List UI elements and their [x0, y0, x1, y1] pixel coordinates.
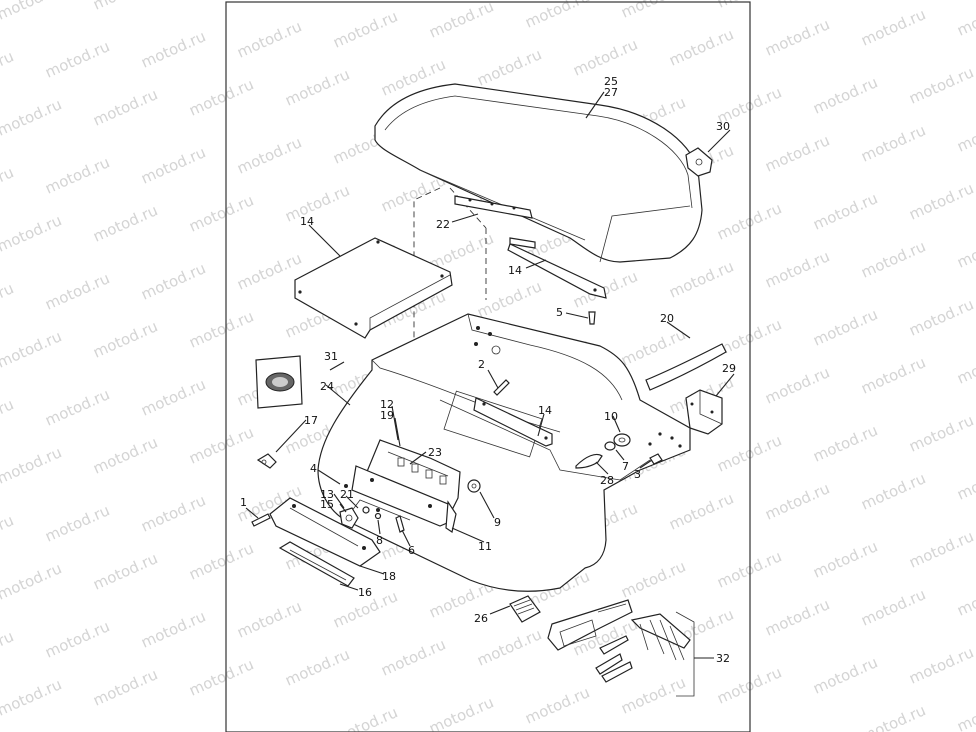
small-parts-right — [575, 433, 663, 469]
callout-1: 1 — [240, 496, 247, 509]
callout-27: 27 — [604, 86, 618, 99]
bracket-part-30 — [685, 147, 713, 177]
diagram-frame — [225, 1, 751, 732]
callout-6: 6 — [408, 544, 415, 557]
handle-base-part — [269, 497, 381, 567]
callout-8: 8 — [376, 534, 383, 547]
callout-26: 26 — [474, 612, 488, 625]
hinge-part-29 — [685, 389, 723, 435]
tool-kit-part — [547, 599, 695, 697]
callout-24: 24 — [320, 380, 334, 393]
callout-31: 31 — [324, 350, 338, 363]
callout-21: 21 — [340, 488, 354, 501]
screw-part-1 — [251, 513, 271, 527]
callout-18: 18 — [382, 570, 396, 583]
callout-3: 3 — [634, 468, 641, 481]
callout-12: 12 — [380, 398, 394, 411]
pin-part-2 — [493, 379, 510, 396]
callout-14-left: 14 — [300, 215, 314, 228]
key-part — [256, 453, 277, 469]
emblem-card-part — [255, 355, 303, 409]
strap-part-middle — [473, 397, 553, 447]
nut-part-9 — [467, 479, 481, 493]
callout-labels: 25 27 30 22 14 14 5 20 31 2 29 24 12 19 … — [240, 75, 736, 665]
callout-11: 11 — [478, 540, 492, 553]
callout-28: 28 — [600, 474, 614, 487]
callout-16: 16 — [358, 586, 372, 599]
callout-32: 32 — [716, 652, 730, 665]
callout-29: 29 — [722, 362, 736, 375]
rail-part — [454, 195, 536, 249]
callout-13: 13 — [320, 488, 334, 501]
hinge-plate-part — [294, 237, 453, 339]
callout-9: 9 — [494, 516, 501, 529]
callout-22: 22 — [436, 218, 450, 231]
handle-part-16 — [278, 541, 355, 587]
callout-4: 4 — [310, 462, 317, 475]
screw-part-5 — [588, 311, 596, 325]
callout-15: 15 — [320, 498, 334, 511]
callout-23: 23 — [428, 446, 442, 459]
callout-17: 17 — [304, 414, 318, 427]
callout-19: 19 — [380, 409, 394, 422]
callout-14-middle: 14 — [538, 404, 552, 417]
callout-25: 25 — [604, 75, 618, 88]
callout-14-upper: 14 — [508, 264, 522, 277]
callout-5: 5 — [556, 306, 563, 319]
callout-2: 2 — [478, 358, 485, 371]
callout-10: 10 — [604, 410, 618, 423]
fasteners-left — [339, 484, 405, 533]
seal-part — [645, 343, 727, 391]
latch-part-11 — [351, 465, 457, 533]
callout-7: 7 — [622, 460, 629, 473]
leader-lines — [245, 91, 735, 659]
callout-20: 20 — [660, 312, 674, 325]
callout-30: 30 — [716, 120, 730, 133]
latch-plate-part — [365, 439, 461, 511]
clip-part-26 — [509, 595, 541, 623]
strap-part-upper — [507, 243, 607, 299]
